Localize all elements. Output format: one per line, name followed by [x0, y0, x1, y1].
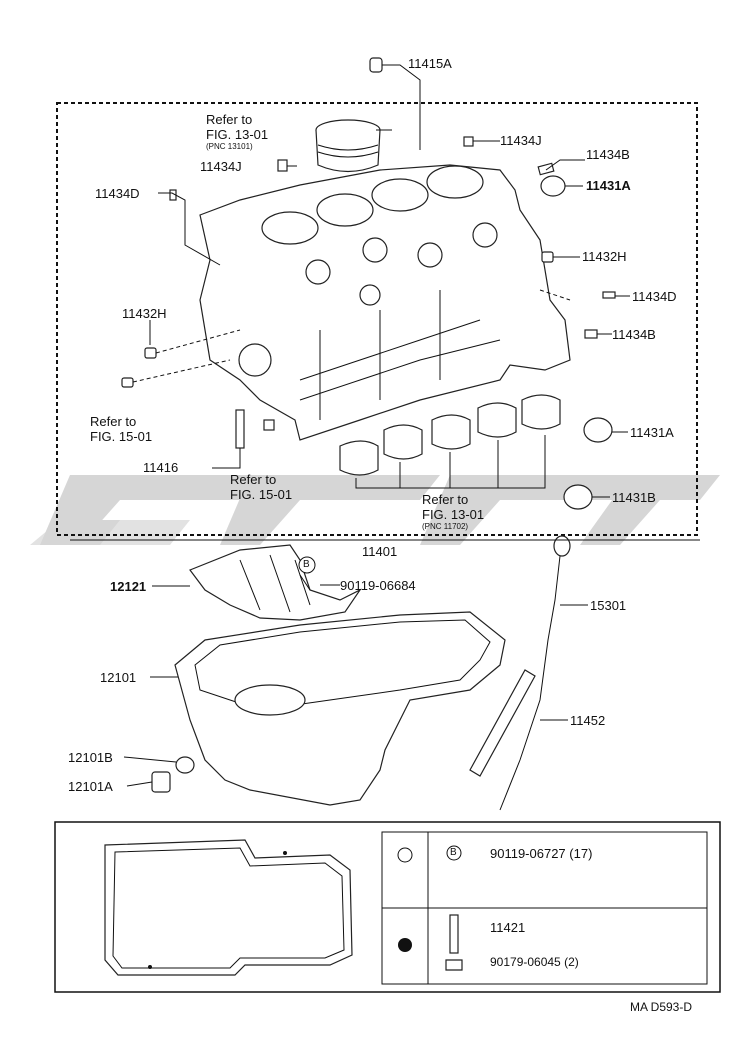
- b-marker-letter: B: [303, 559, 310, 570]
- ref-center-line1: Refer to: [230, 472, 277, 487]
- label-11452: 11452: [570, 713, 606, 728]
- ref-bearing: Refer to FIG. 13-01 (PNC 11702): [422, 492, 484, 531]
- ref-piston-pnc: (PNC 13101): [206, 142, 253, 151]
- legend-row2b: 90179-06045 (2): [490, 955, 579, 969]
- legend-b-marker-letter: B: [450, 847, 457, 858]
- label-11434B-right: 11434B: [612, 327, 656, 342]
- legend-row1: 90119-06727 (17): [490, 846, 593, 861]
- oil-dipstick: [469, 535, 571, 811]
- ref-left-fig15: Refer to FIG. 15-01: [90, 414, 152, 444]
- label-11416: 11416: [143, 460, 179, 475]
- label-11431A-top: 11431A: [586, 178, 631, 193]
- legend-row2a: 11421: [490, 920, 526, 935]
- label-90119-06684: 90119-06684: [340, 578, 416, 593]
- piston: [315, 119, 381, 173]
- label-11415A: 11415A: [408, 56, 452, 71]
- label-11434J-left: 11434J: [200, 159, 242, 174]
- oil-pan-gasket: [104, 839, 353, 976]
- hollow-circle-symbol: [397, 847, 413, 863]
- label-11434B-top: 11434B: [586, 147, 630, 162]
- ref-center-line2: FIG. 15-01: [230, 487, 293, 502]
- label-11432H-left: 11432H: [122, 306, 167, 321]
- label-11431A-right: 11431A: [630, 425, 674, 440]
- label-11434D-left: 11434D: [95, 186, 140, 201]
- ref-piston-line2: FIG. 13-01: [206, 127, 269, 142]
- label-11432H-right: 11432H: [582, 249, 627, 264]
- block-assembly-boundary: [56, 102, 698, 536]
- label-12101B: 12101B: [68, 750, 113, 765]
- ref-bearing-line2: FIG. 13-01: [422, 507, 485, 522]
- label-11431B: 11431B: [612, 490, 656, 505]
- ref-left-line2: FIG. 15-01: [90, 429, 153, 444]
- label-11434J-top: 11434J: [500, 133, 542, 148]
- ref-bearing-pnc: (PNC 11702): [422, 522, 469, 531]
- label-12101: 12101: [100, 670, 137, 685]
- cylinder-block: [199, 164, 571, 441]
- b-marker-callout: [298, 556, 316, 574]
- gasket-legend-panel: [54, 821, 721, 993]
- ref-bearing-line1: Refer to: [422, 492, 469, 507]
- filled-circle-symbol: [398, 938, 412, 952]
- label-15301: 15301: [590, 598, 627, 613]
- ref-left-line1: Refer to: [90, 414, 137, 429]
- ref-center-fig15: Refer to FIG. 15-01: [230, 472, 292, 502]
- label-12121: 12121: [110, 579, 147, 594]
- leader-lines: [70, 64, 700, 787]
- label-12101A: 12101A: [68, 779, 113, 794]
- label-11434D-right: 11434D: [632, 289, 677, 304]
- ref-piston: Refer to FIG. 13-01 (PNC 13101): [206, 112, 268, 151]
- crankshaft-bearings: [339, 394, 561, 489]
- legend-table: [381, 831, 708, 985]
- small-parts: [121, 57, 616, 510]
- ref-piston-line1: Refer to: [206, 112, 253, 127]
- oil-pan: [151, 611, 506, 806]
- label-11401: 11401: [362, 544, 398, 559]
- figure-code: MA D593-D: [630, 1000, 693, 1014]
- oil-pan-baffle: [189, 544, 362, 621]
